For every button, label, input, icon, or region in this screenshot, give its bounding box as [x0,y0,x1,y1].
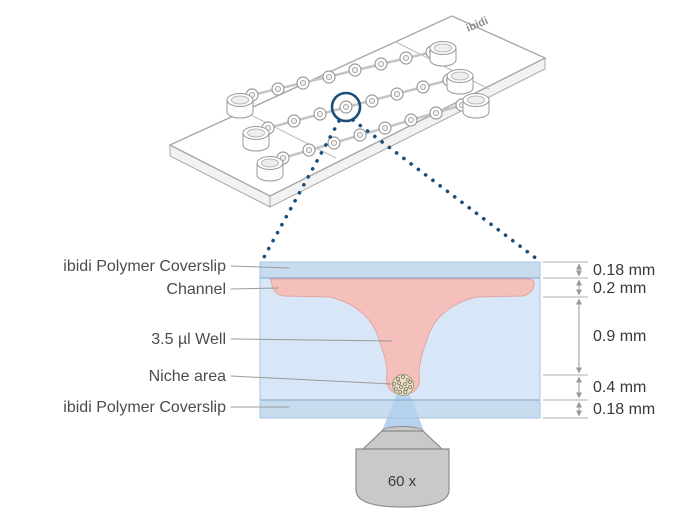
label-channel: Channel [166,281,226,298]
channel-row-3 [276,98,469,165]
measurement-label-2: 0.9 mm [593,328,646,345]
objective-lens: 60 x [355,426,450,508]
zoom-leader-line-left [261,119,341,261]
niche-cell-texture [391,374,413,395]
measurement-label-0: 0.18 mm [593,262,655,279]
measurement-label-4: 0.18 mm [593,401,655,418]
measurement-label-1: 0.2 mm [593,280,646,297]
section-labels: ibidi Polymer Coverslip Channel 3.5 µl W… [63,258,393,416]
objective-frustum [361,430,444,450]
label-niche-area: Niche area [149,368,226,385]
niche-spheroid [391,374,414,396]
label-leader-line [230,375,392,385]
label-well: 3.5 µl Well [151,331,226,348]
coverslip-top [260,262,540,278]
slide-3d-illustration: ibidi [168,15,547,208]
plate-separator-left [242,110,337,159]
label-leader-line [230,265,290,269]
label-leader-line [230,338,393,342]
measurement-label-3: 0.4 mm [593,379,646,396]
dimension-annotations: 0.18 mm 0.2 mm 0.9 mm 0.4 mm 0.18 mm [543,261,655,419]
objective-magnification: 60 x [388,473,417,490]
dimension-extension-lines [543,261,588,419]
objective-body [355,448,450,508]
section-outline [259,261,541,419]
label-coverslip-bottom: ibidi Polymer Coverslip [63,399,226,416]
channel-row-1 [245,45,439,102]
label-coverslip-top: ibidi Polymer Coverslip [63,258,226,275]
label-leader-line [230,287,279,290]
cross-section [259,261,541,446]
zoom-leader-line-right [351,118,539,261]
zoom-highlight-circle [330,91,362,123]
